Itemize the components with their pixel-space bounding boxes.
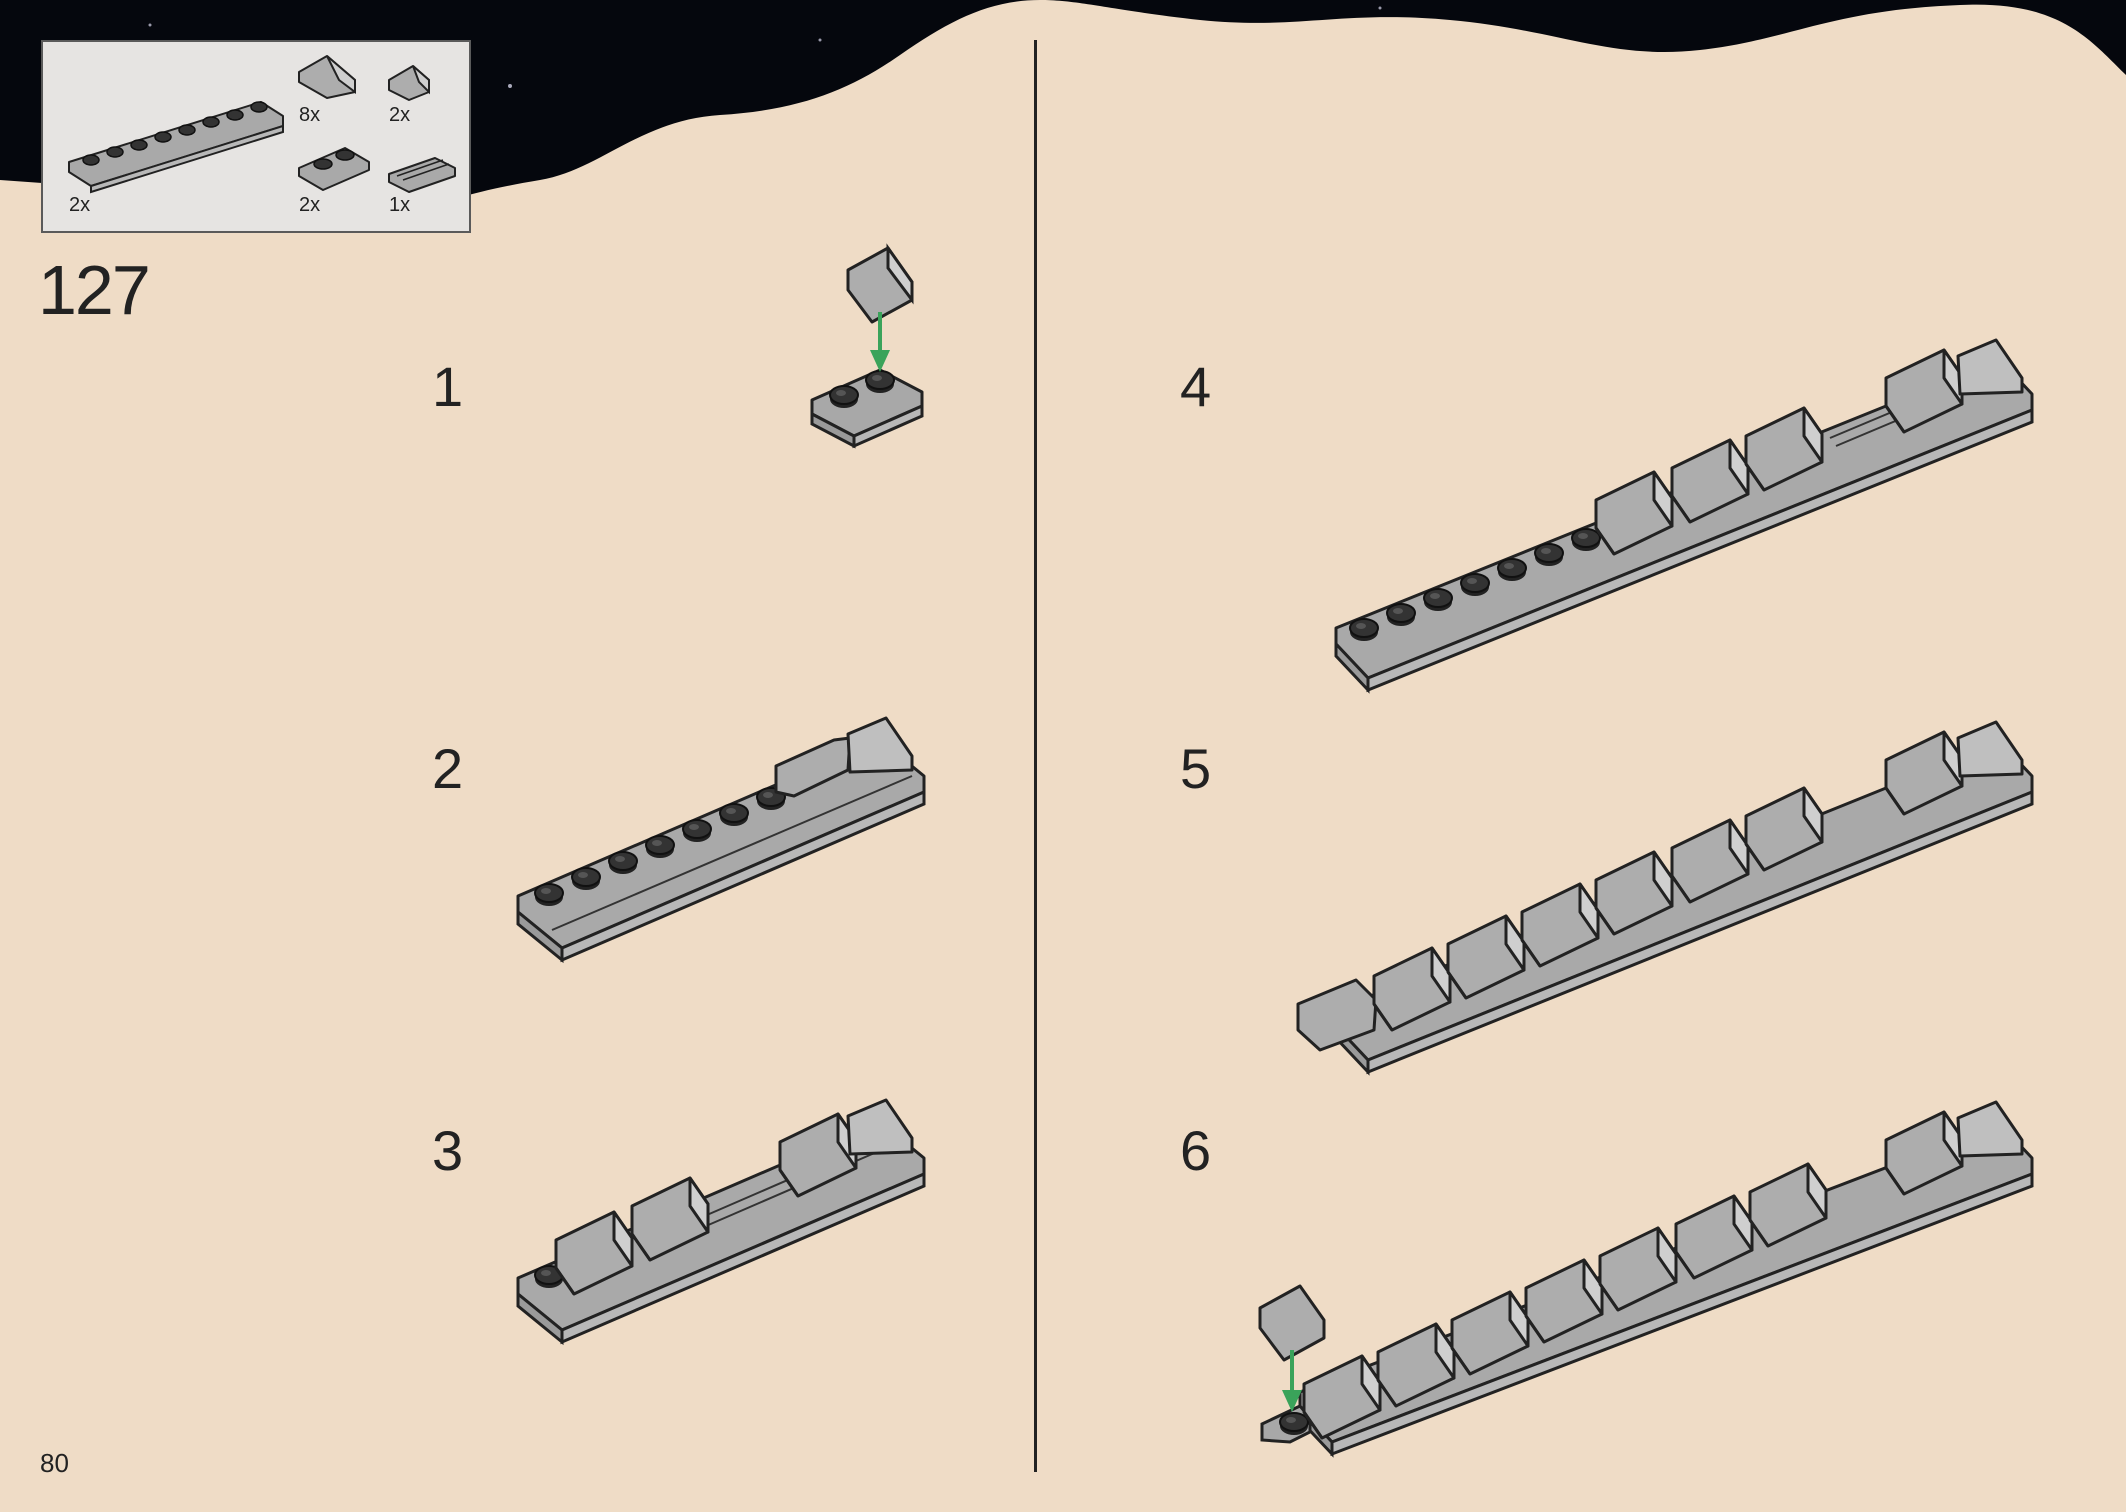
slope-large-icon	[298, 55, 356, 99]
step5-assembly	[1296, 720, 2034, 1076]
part-qty: 2x	[69, 194, 91, 216]
plate-1x8-rail-icon	[68, 101, 284, 194]
part-qty: 8x	[299, 104, 321, 126]
substep-label: 5	[1180, 737, 1212, 800]
substep-label: 2	[432, 737, 464, 800]
substep-label: 1	[432, 355, 464, 418]
substep-label: 3	[432, 1119, 464, 1182]
step4-assembly	[1334, 338, 2034, 694]
part-qty: 1x	[389, 194, 411, 216]
parts-list-box: 2x 8x 2x 2x 1x	[41, 40, 471, 233]
step6-assembly	[1258, 1100, 2034, 1458]
slope-small-icon	[388, 65, 430, 101]
tile-grille-icon	[388, 157, 456, 193]
plate-1x2-rail-icon	[298, 147, 370, 191]
step2-assembly	[516, 716, 926, 964]
step3-assembly	[516, 1098, 926, 1346]
space-background	[0, 0, 2126, 210]
page-number: 80	[40, 1448, 69, 1478]
step1-assembly	[810, 243, 924, 449]
substep-label: 4	[1180, 355, 1212, 418]
step-number: 127	[38, 251, 151, 329]
substep-label: 6	[1180, 1119, 1212, 1182]
part-qty: 2x	[389, 104, 411, 126]
part-qty: 2x	[299, 194, 321, 216]
column-divider	[1034, 40, 1037, 1472]
